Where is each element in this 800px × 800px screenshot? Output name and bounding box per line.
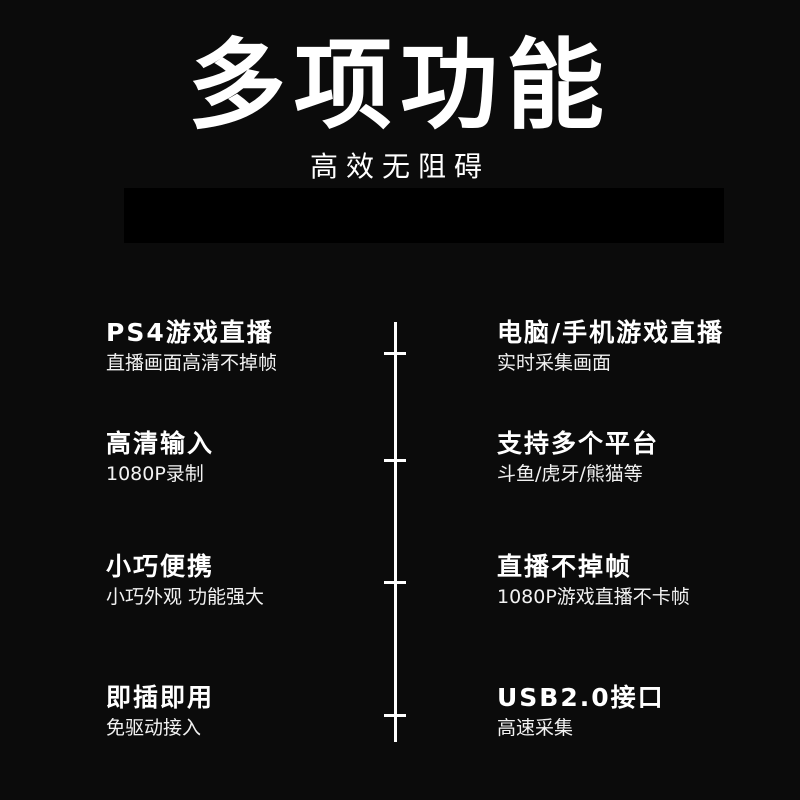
timeline-divider (394, 322, 397, 742)
feature-item-pc-mobile-streaming: 电脑/手机游戏直播 实时采集画面 (497, 317, 797, 376)
feature-description: 1080P游戏直播不卡帧 (497, 586, 690, 608)
feature-item-multi-platform: 支持多个平台 斗鱼/虎牙/熊猫等 (497, 428, 797, 487)
feature-item-portable: 小巧便携 小巧外观 功能强大 (106, 551, 406, 610)
feature-description: 斗鱼/虎牙/熊猫等 (497, 463, 643, 485)
feature-item-ps4-streaming: PS4游戏直播 直播画面高清不掉帧 (106, 317, 406, 376)
feature-item-no-frame-drop: 直播不掉帧 1080P游戏直播不卡帧 (497, 551, 797, 610)
feature-description: 小巧外观 功能强大 (106, 586, 265, 608)
feature-title: USB2.0接口 (497, 683, 665, 712)
timeline-tick (384, 352, 406, 355)
feature-description: 实时采集画面 (497, 352, 612, 374)
feature-description: 1080P录制 (106, 463, 204, 485)
feature-description: 免驱动接入 (106, 717, 202, 739)
feature-title: 直播不掉帧 (497, 552, 633, 581)
feature-item-plug-and-play: 即插即用 免驱动接入 (106, 682, 406, 741)
timeline-tick (384, 714, 406, 717)
feature-description: 高速采集 (497, 717, 574, 739)
feature-item-usb-interface: USB2.0接口 高速采集 (497, 682, 797, 741)
feature-title: PS4游戏直播 (106, 318, 274, 347)
feature-title: 即插即用 (106, 683, 215, 712)
feature-item-hd-input: 高清输入 1080P录制 (106, 428, 406, 487)
page-title: 多项功能 (187, 29, 612, 143)
page-subtitle: 高效无阻碍 (309, 150, 490, 183)
feature-title: 小巧便携 (106, 552, 215, 581)
feature-title: 支持多个平台 (497, 429, 660, 458)
header-banner-bar (124, 188, 724, 243)
feature-title: 电脑/手机游戏直播 (497, 318, 725, 347)
timeline-tick (384, 459, 406, 462)
feature-description: 直播画面高清不掉帧 (106, 352, 278, 374)
timeline-tick (384, 581, 406, 584)
feature-title: 高清输入 (106, 429, 215, 458)
